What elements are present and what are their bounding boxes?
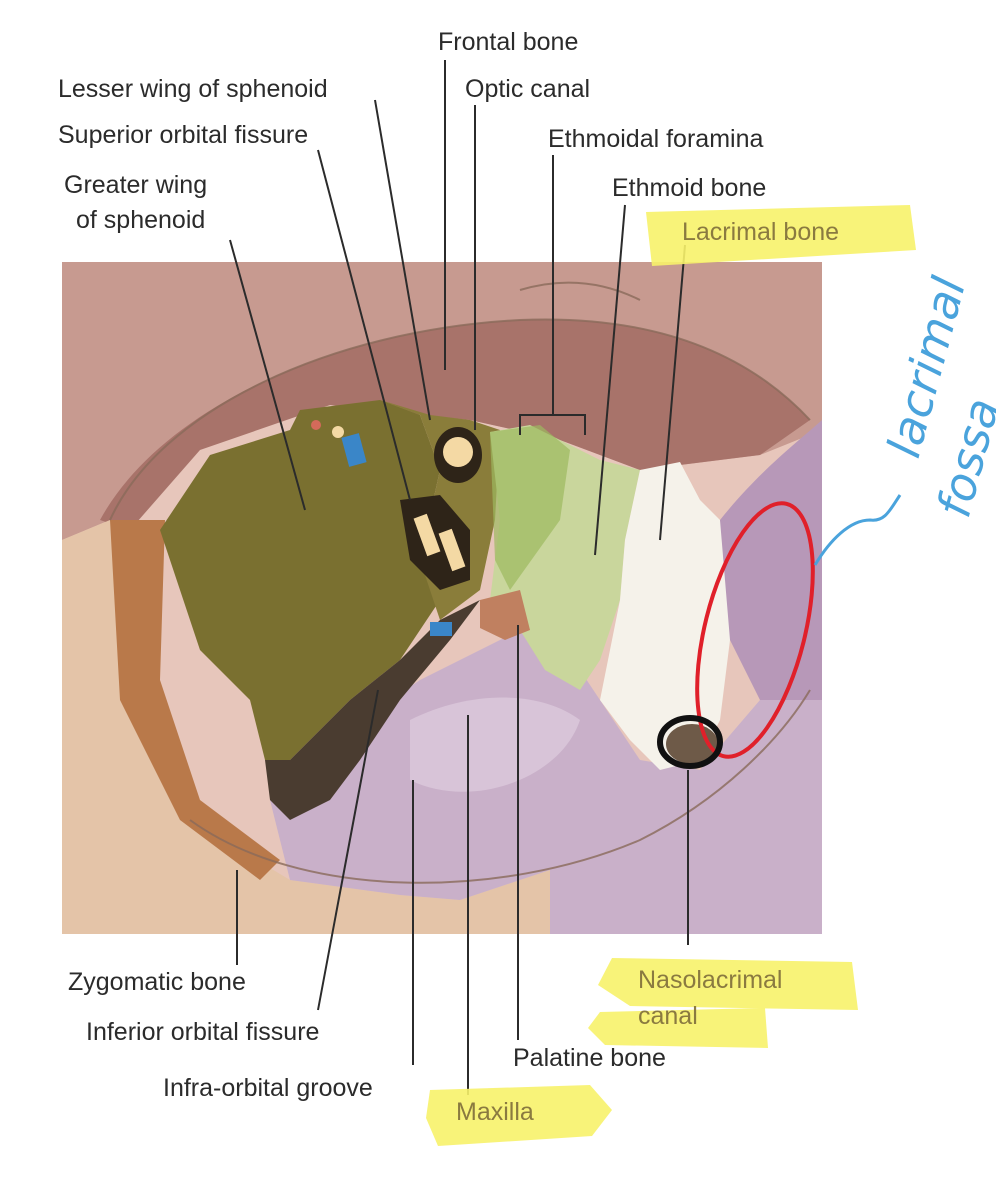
- leader-lines: [229, 60, 689, 1095]
- label-ethmoid-bone: Ethmoid bone: [612, 174, 766, 202]
- highlight-lacrimal-bone: [646, 205, 916, 266]
- labels: Frontal bone Lesser wing of sphenoid Opt…: [58, 28, 839, 1126]
- label-frontal-bone: Frontal bone: [438, 28, 578, 56]
- zygomatic-orbital-surface: [110, 520, 280, 880]
- label-zygomatic-bone: Zygomatic bone: [68, 968, 246, 996]
- label-greater-wing-2: of sphenoid: [76, 206, 205, 234]
- label-optic-canal: Optic canal: [465, 75, 590, 103]
- lacrimal-fossa-region: [720, 420, 822, 700]
- label-nasolacrimal-1: Nasolacrimal: [638, 966, 782, 994]
- inferior-orbital-fissure-region: [265, 600, 480, 820]
- label-nasolacrimal-2: canal: [638, 1002, 698, 1030]
- highlight-maxilla: [426, 1085, 612, 1146]
- blue-pointer-line: [813, 494, 902, 566]
- greater-wing-region: [160, 400, 440, 760]
- maxilla-light: [410, 697, 580, 792]
- zygomatic-bone-region: [62, 520, 550, 934]
- highlight-canal: [588, 1008, 768, 1048]
- label-superior-orbital-fissure: Superior orbital fissure: [58, 121, 308, 149]
- label-inferior-orbital-fissure: Inferior orbital fissure: [86, 1018, 319, 1046]
- label-infra-orbital-groove: Infra-orbital groove: [163, 1074, 373, 1102]
- black-circle-nasolacrimal: [657, 715, 723, 769]
- maxilla-region: [270, 420, 822, 934]
- label-lacrimal-bone: Lacrimal bone: [682, 218, 839, 246]
- label-greater-wing-1: Greater wing: [64, 171, 207, 199]
- label-palatine-bone: Palatine bone: [513, 1044, 666, 1072]
- label-ethmoidal-foramina: Ethmoidal foramina: [548, 125, 763, 153]
- label-lesser-wing: Lesser wing of sphenoid: [58, 75, 328, 103]
- red-circle-lacrimal-fossa: [695, 501, 815, 759]
- annotation-marks: lacrimal fossa: [657, 271, 996, 769]
- orbital-roof: [100, 319, 810, 530]
- highlights: [426, 205, 916, 1146]
- highlight-nasolacrimal: [598, 958, 858, 1010]
- orbit-illustration: [62, 262, 822, 934]
- label-maxilla: Maxilla: [456, 1098, 534, 1126]
